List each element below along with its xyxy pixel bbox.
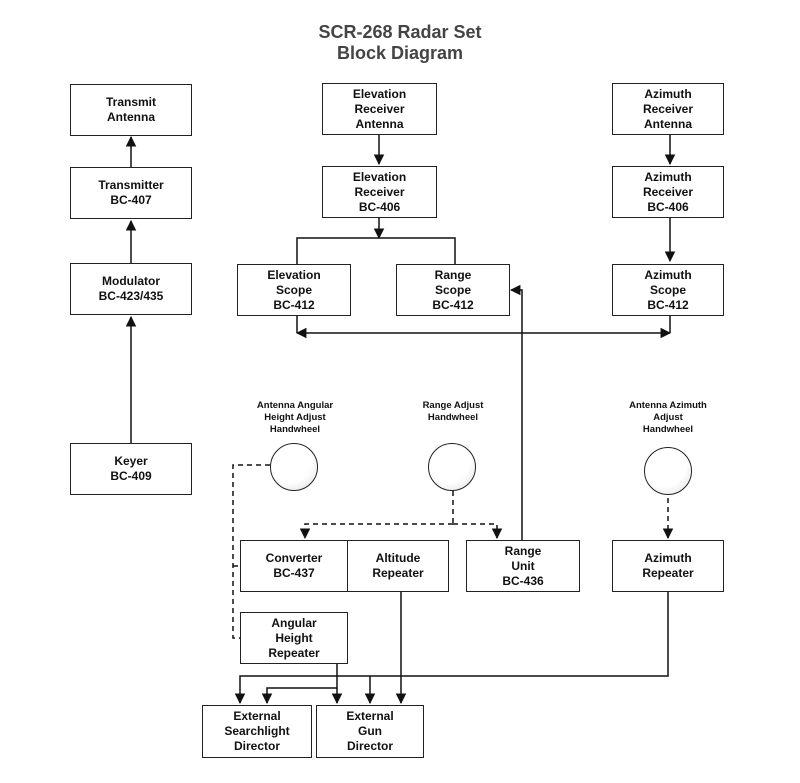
box-line: Scope (434, 282, 471, 297)
box-line: Scope (275, 282, 312, 297)
range-scope-box: Range Scope BC-412 (396, 264, 510, 316)
box-line: Repeater (268, 645, 320, 660)
range-adjust-handwheel-label: Range Adjust Handwheel (398, 400, 508, 424)
label-line: Adjust (653, 412, 683, 423)
elevation-receiver-box: Elevation Receiver BC-406 (322, 166, 437, 218)
box-line: Modulator (102, 274, 160, 288)
box-line: BC-437 (273, 566, 315, 580)
wire-split-scopes (296, 237, 456, 264)
box-line: Director (346, 739, 393, 753)
label-line: Antenna Azimuth (629, 400, 707, 411)
box-line: External (233, 709, 281, 723)
box-line: Receiver (354, 101, 405, 116)
box-line: Unit (511, 558, 535, 573)
range-adjust-handwheel-icon[interactable] (428, 443, 476, 491)
box-line: Scope (649, 282, 686, 297)
label-line: Range Adjust (422, 400, 484, 411)
box-line: Range (434, 267, 472, 282)
elevation-scope-box: Elevation Scope BC-412 (237, 264, 351, 316)
box-line: Repeater (642, 566, 694, 580)
box-line: Receiver (354, 184, 405, 199)
azimuth-adjust-handwheel-label: Antenna Azimuth Adjust Handwheel (613, 400, 723, 436)
label-line: Handwheel (427, 412, 479, 423)
box-line: Elevation (352, 169, 407, 184)
transmit-antenna-box: Transmit Antenna (70, 84, 192, 136)
box-line: Converter (265, 551, 323, 565)
elevation-receiver-antenna-box: Elevation Receiver Antenna (322, 83, 437, 135)
box-line: Antenna (355, 116, 404, 131)
diagram-title-line1: SCR-268 Radar Set (318, 22, 482, 42)
wire-angular-handwheel (232, 464, 270, 639)
box-line: Azimuth (644, 169, 692, 184)
box-line: BC-406 (647, 199, 689, 214)
box-line: BC-412 (273, 297, 315, 312)
wire-azi-repeater-directors (234, 592, 669, 705)
azimuth-adjust-handwheel-icon[interactable] (644, 447, 692, 495)
external-searchlight-director-box: External Searchlight Director (202, 705, 312, 758)
box-line: Elevation (267, 267, 321, 282)
box-line: Transmitter (98, 178, 164, 192)
wire-range-handwheel-converter (299, 523, 453, 540)
box-line: Azimuth (644, 86, 692, 101)
label-line: Handwheel (642, 424, 694, 435)
angular-height-handwheel-label: Antenna Angular Height Adjust Handwheel (240, 400, 350, 436)
keyer-box: Keyer BC-409 (70, 443, 192, 495)
box-line: Repeater (372, 566, 424, 580)
box-line: Range (504, 543, 542, 558)
altitude-repeater-box: Altitude Repeater (347, 540, 449, 592)
box-line: BC-407 (110, 193, 152, 207)
azimuth-repeater-box: Azimuth Repeater (612, 540, 724, 592)
box-line: BC-423/435 (98, 289, 164, 303)
azimuth-scope-box: Azimuth Scope BC-412 (612, 264, 724, 316)
box-line: Azimuth (644, 551, 692, 565)
label-line: Handwheel (269, 424, 321, 435)
transmitter-box: Transmitter BC-407 (70, 167, 192, 219)
box-line: BC-406 (358, 199, 401, 214)
box-line: Receiver (642, 101, 694, 116)
diagram-title-line2: Block Diagram (336, 43, 464, 63)
box-line: BC-412 (432, 297, 474, 312)
external-gun-director-box: External Gun Director (316, 705, 424, 758)
label-line: Antenna Angular (256, 400, 334, 411)
converter-box: Converter BC-437 (240, 540, 348, 592)
box-line: External (346, 709, 394, 723)
label-line: Height Adjust (264, 412, 326, 423)
angular-height-repeater-box: Angular Height Repeater (240, 612, 348, 664)
modulator-box: Modulator BC-423/435 (70, 263, 192, 315)
box-line: BC-412 (647, 297, 689, 312)
box-line: BC-436 (502, 573, 544, 588)
box-line: Transmit (105, 95, 156, 109)
box-line: BC-409 (110, 469, 152, 483)
wire-range-handwheel-rangeunit (453, 523, 503, 540)
box-line: Director (233, 739, 280, 753)
wire-rangeunit-rangescope (509, 284, 523, 540)
box-line: Searchlight (224, 724, 290, 738)
angular-height-handwheel-icon[interactable] (270, 443, 318, 491)
box-line: Azimuth (644, 267, 692, 282)
azimuth-receiver-box: Azimuth Receiver BC-406 (612, 166, 724, 218)
box-line: Antenna (107, 110, 155, 124)
box-line: Gun (358, 724, 382, 738)
box-line: Antenna (644, 116, 692, 131)
box-line: Angular (271, 615, 317, 630)
box-line: Altitude (375, 551, 421, 565)
box-line: Keyer (114, 454, 148, 468)
box-line: Height (275, 630, 313, 645)
box-line: Receiver (642, 184, 694, 199)
range-unit-box: Range Unit BC-436 (466, 540, 580, 592)
azimuth-receiver-antenna-box: Azimuth Receiver Antenna (612, 83, 724, 135)
wire-angular-repeater-directors (261, 663, 338, 705)
box-line: Elevation (352, 86, 407, 101)
